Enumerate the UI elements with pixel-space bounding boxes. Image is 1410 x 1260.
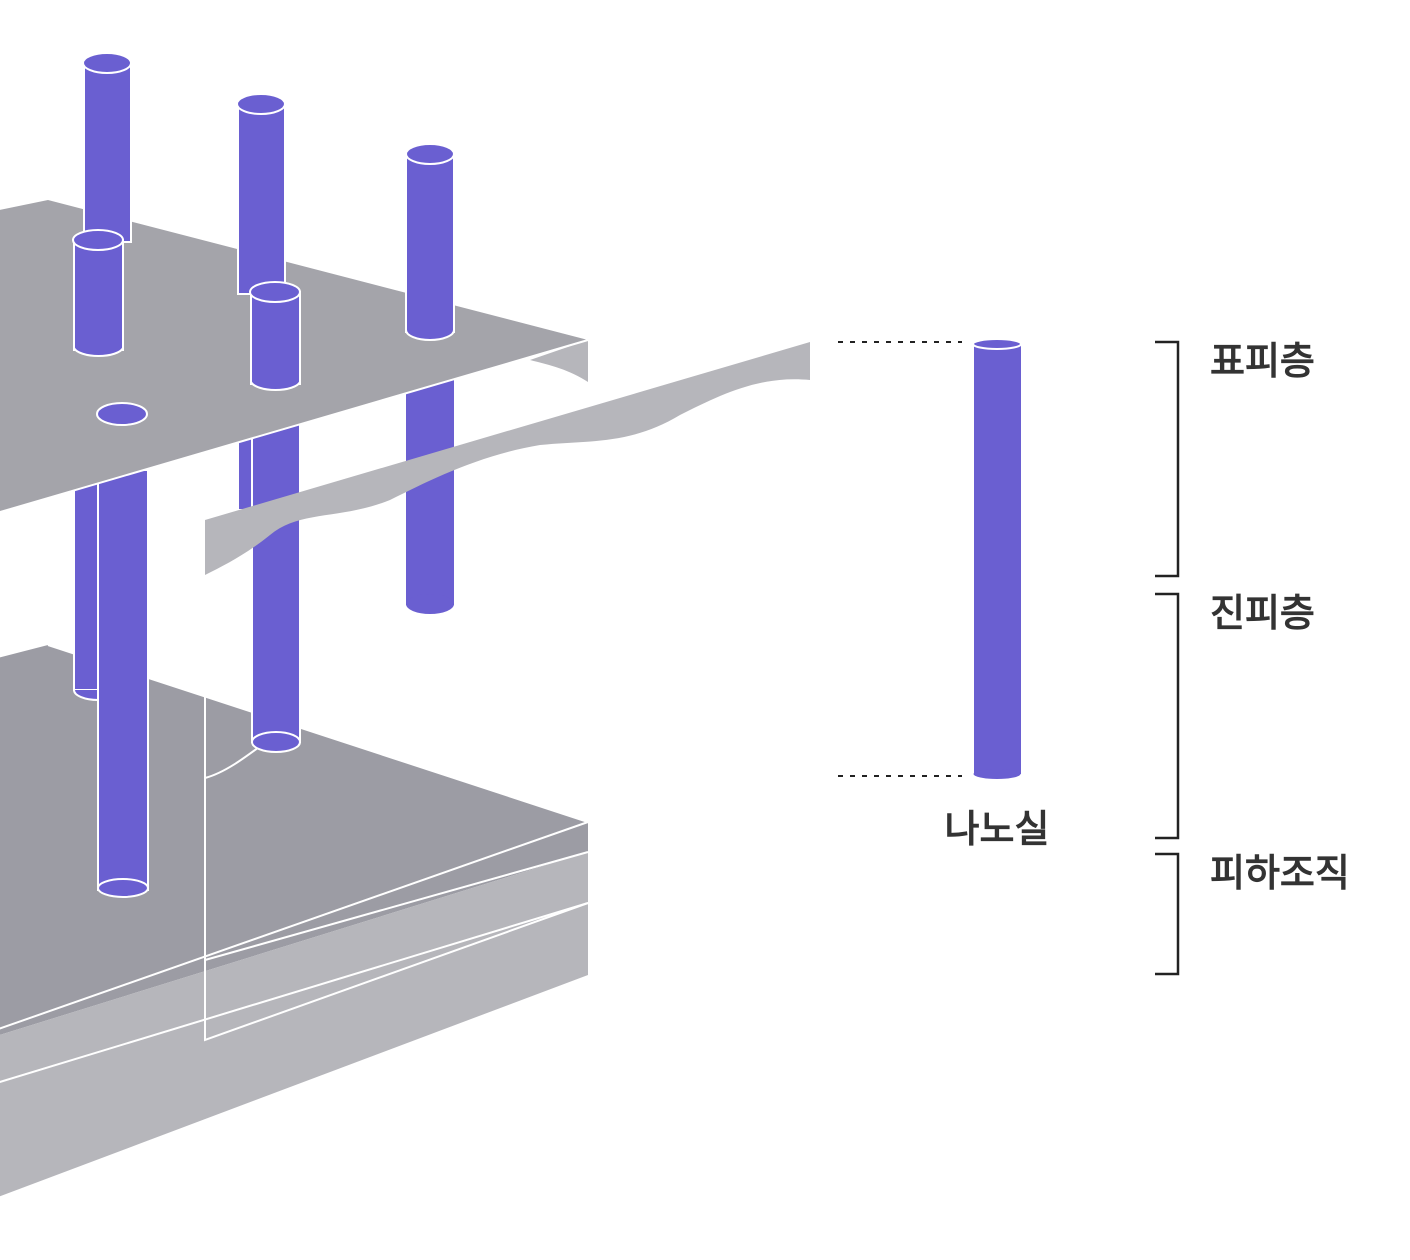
- nano-thread-top: [972, 338, 1022, 350]
- bottom-block-cut-mid: [204, 851, 589, 961]
- bottom-block-layer-line-2: [0, 902, 589, 1084]
- top-plate-front-edge: [0, 339, 589, 514]
- thread-upper-1: [83, 61, 132, 243]
- thread-lower-2: [97, 469, 149, 891]
- label-subcutaneous: 피하조직: [1210, 851, 1350, 895]
- layer-brackets: [1155, 340, 1180, 976]
- thread-lower-5-cap: [406, 594, 454, 614]
- thread-upper-5-top: [249, 281, 301, 303]
- peeled-layer-strip: [205, 342, 810, 575]
- thread-upper-3-top: [405, 143, 455, 165]
- bracket-subcutaneous: [1155, 852, 1180, 976]
- bottom-block-layer-line-1: [0, 821, 589, 1030]
- thread-upper-4-top: [72, 229, 124, 251]
- nano-thread-detail: 나노실: [838, 338, 1050, 851]
- thread-upper-3: [405, 153, 455, 333]
- nano-thread-body: [974, 344, 1021, 774]
- nano-thread-label: 나노실: [945, 807, 1050, 851]
- nano-thread-bottom: [973, 769, 1021, 779]
- bottom-block-side-face: [0, 852, 588, 1197]
- bracket-epidermis: [1155, 340, 1180, 578]
- top-plate-curl: [530, 340, 588, 382]
- top-plate-hole: [96, 402, 148, 426]
- threads-lower: [73, 370, 454, 898]
- bottom-block-cut-outline: [204, 695, 589, 1042]
- thread-upper-5: [250, 291, 301, 385]
- thread-upper-3-base: [405, 329, 455, 341]
- thread-lower-2-cap: [97, 878, 149, 898]
- label-dermis: 진피층: [1210, 591, 1315, 635]
- thread-upper-5-base: [250, 381, 301, 391]
- label-epidermis: 표피층: [1210, 339, 1315, 383]
- bracket-dermis: [1155, 592, 1180, 840]
- threads-upper: [72, 52, 455, 391]
- thread-lower-4-cap: [251, 731, 301, 753]
- thread-upper-2: [237, 103, 286, 295]
- thread-lower-4: [251, 419, 301, 743]
- thread-upper-4: [73, 239, 124, 351]
- thread-upper-1-top: [82, 52, 132, 74]
- thread-upper-2-top: [236, 93, 286, 115]
- thread-upper-4-base: [73, 347, 124, 357]
